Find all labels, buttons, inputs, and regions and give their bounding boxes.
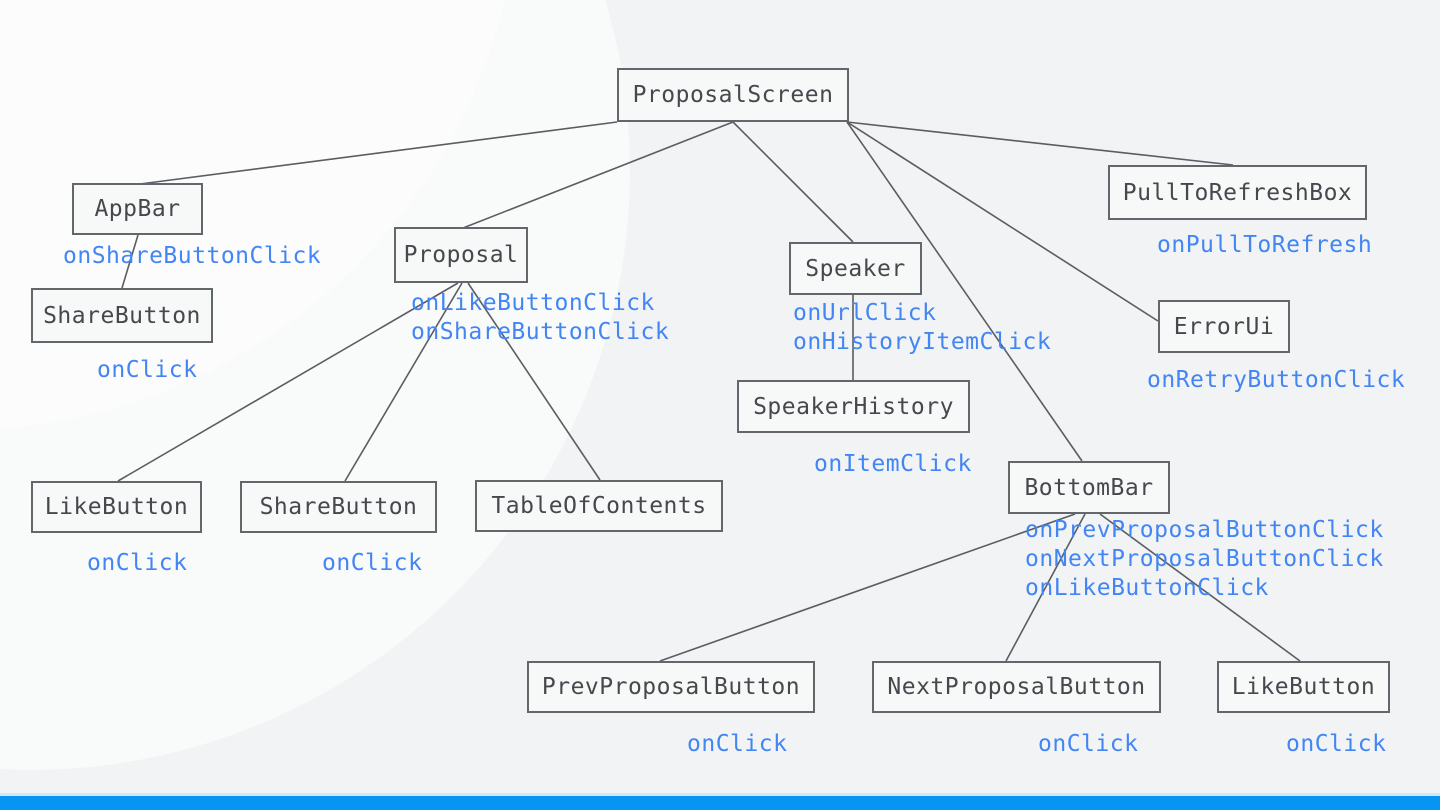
edge-proposalscreen-speaker [732,121,854,243]
event-label-appbar: onShareButtonClick [63,243,322,269]
node-speaker: Speaker [789,242,922,295]
node-next-proposal-button: NextProposalButton [872,661,1161,713]
edge-bottombar-prevproposalbutton [659,513,1076,662]
event-label-proposal: onLikeButtonClick onShareButtonClick [411,290,670,345]
event-label-speaker: onUrlClick onHistoryItemClick [793,300,1052,355]
edge-proposalscreen-proposal [462,121,734,229]
event-label-pulltorefreshbox: onPullToRefresh [1157,232,1373,258]
node-proposal: Proposal [394,227,528,283]
node-bottom-bar: BottomBar [1008,461,1170,514]
event-label-prevproposalbutton: onClick [687,731,788,757]
node-error-ui: ErrorUi [1158,300,1290,353]
node-share-button-proposal: ShareButton [240,481,437,533]
event-label-likebutton-bottombar: onClick [1286,731,1387,757]
footer-accent-bar [0,793,1440,810]
node-like-button-proposal: LikeButton [31,481,202,533]
node-speaker-history: SpeakerHistory [737,380,970,433]
event-label-errorui: onRetryButtonClick [1147,367,1406,393]
node-table-of-contents: TableOfContents [475,480,723,532]
node-prev-proposal-button: PrevProposalButton [527,661,815,713]
background-circle-large [0,0,630,770]
event-label-likebutton-proposal: onClick [87,550,188,576]
event-label-bottombar: onPrevProposalButtonClick onNextProposal… [1025,517,1384,601]
event-label-sharebutton-proposal: onClick [322,550,423,576]
node-proposal-screen: ProposalScreen [617,68,849,122]
edge-proposalscreen-pulltorefreshbox [846,121,1234,166]
node-app-bar: AppBar [72,183,203,235]
edge-proposalscreen-appbar [139,121,618,185]
event-label-sharebutton-appbar: onClick [97,357,198,383]
node-pull-to-refresh-box: PullToRefreshBox [1108,165,1367,220]
node-share-button-appbar: ShareButton [31,288,213,343]
event-label-nextproposalbutton: onClick [1038,731,1139,757]
event-label-speakerhistory: onItemClick [814,451,972,477]
node-like-button-bottombar: LikeButton [1217,661,1390,713]
